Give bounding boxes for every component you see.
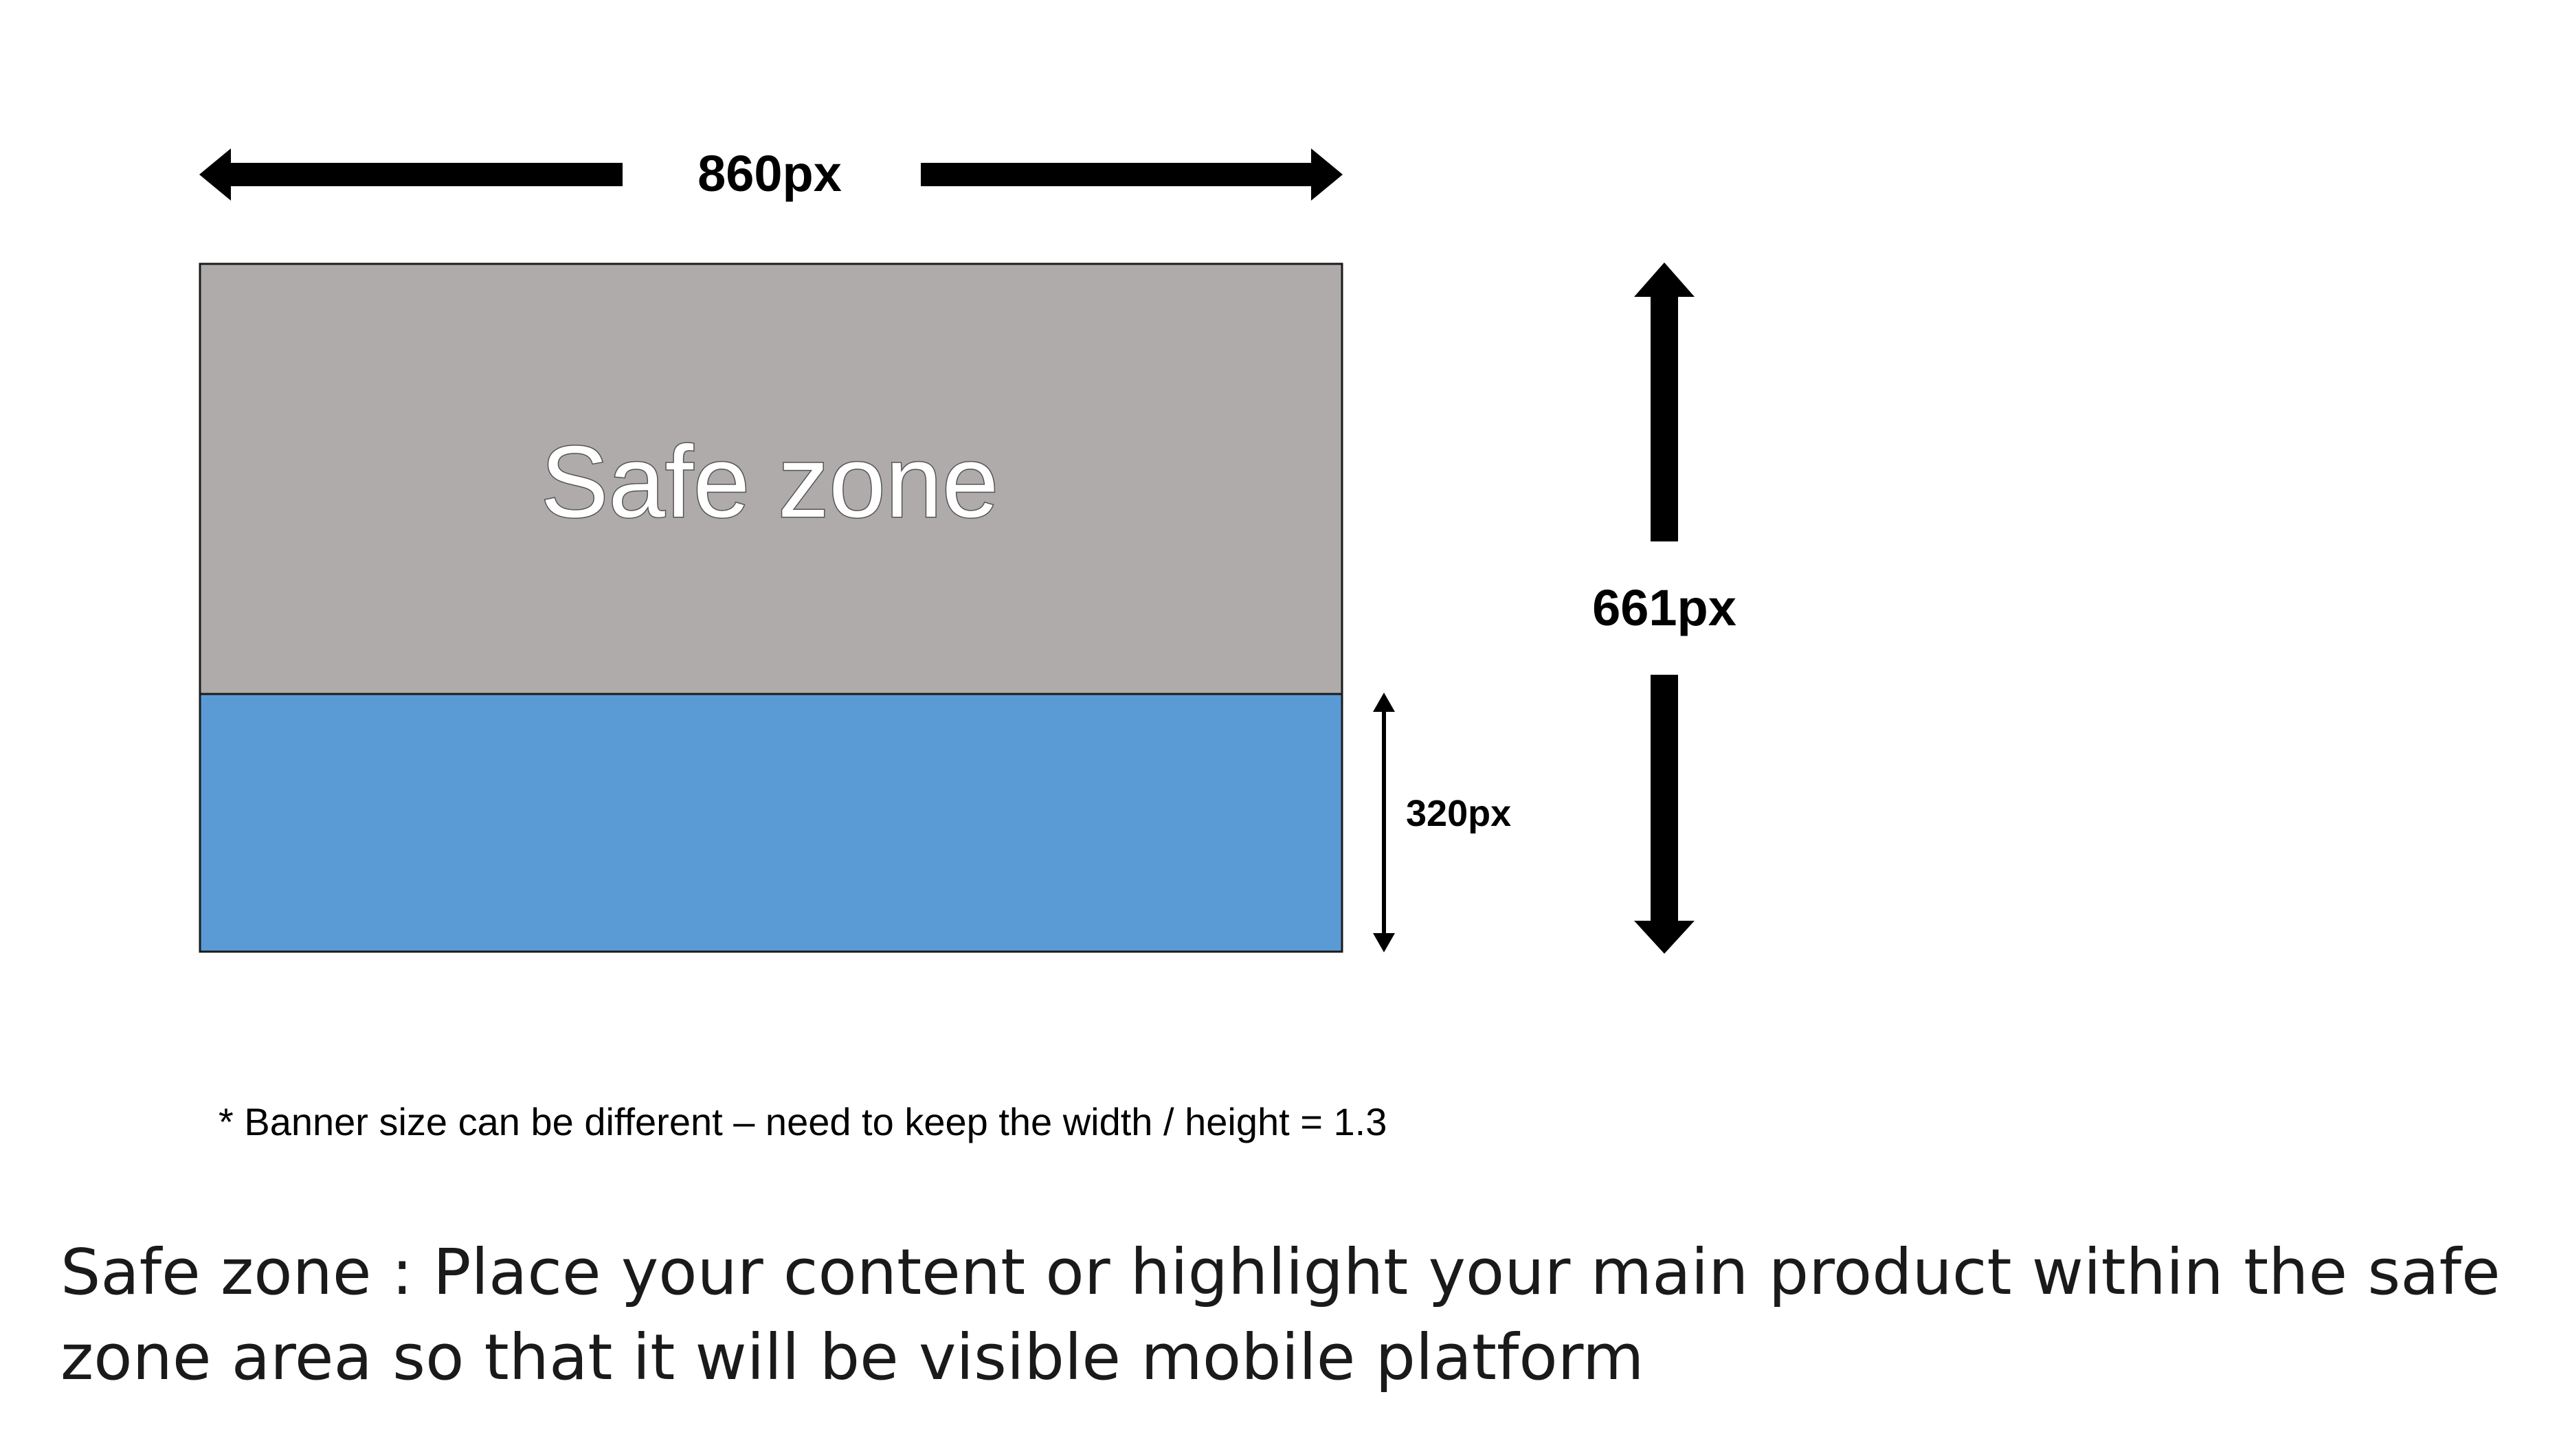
bottom-zone-area bbox=[199, 693, 1343, 953]
safe-zone-label: Safe zone bbox=[541, 425, 999, 539]
total-height-arrow-upper-shaft bbox=[1651, 289, 1678, 541]
bottom-zone-arrow-top-head bbox=[1373, 693, 1395, 712]
total-height-arrow: 661px bbox=[1592, 262, 1736, 954]
safe-zone-description: Safe zone : Place your content or highli… bbox=[60, 1235, 2501, 1394]
bottom-zone-arrow-bottom-head bbox=[1373, 933, 1395, 952]
width-arrow: 860px bbox=[199, 145, 1343, 202]
width-arrow-right-head bbox=[1311, 148, 1343, 201]
bottom-zone-height-arrow: 320px bbox=[1373, 693, 1511, 952]
total-height-label: 661px bbox=[1592, 579, 1736, 636]
width-arrow-right-shaft bbox=[921, 163, 1319, 186]
bottom-zone-height-label: 320px bbox=[1406, 793, 1511, 834]
aspect-ratio-footnote: * Banner size can be different – need to… bbox=[219, 1100, 1387, 1143]
bottom-zone-arrow-shaft bbox=[1382, 708, 1386, 939]
total-height-arrow-bottom-head bbox=[1634, 921, 1695, 954]
safe-zone-area bbox=[199, 262, 1343, 695]
total-height-arrow-top-head bbox=[1634, 262, 1695, 297]
width-arrow-left-shaft bbox=[227, 163, 623, 186]
width-arrow-left-head bbox=[199, 148, 231, 201]
width-label: 860px bbox=[697, 145, 842, 202]
total-height-arrow-lower-shaft bbox=[1651, 675, 1678, 929]
